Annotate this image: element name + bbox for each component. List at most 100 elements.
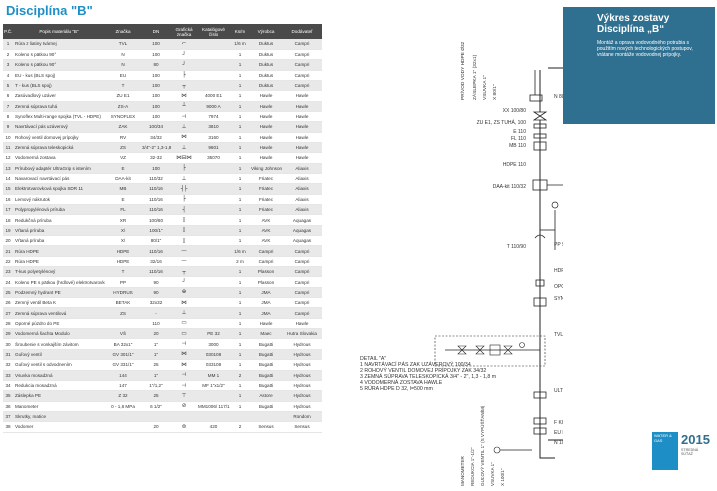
table-cell — [197, 266, 230, 278]
table-cell: RV — [105, 132, 141, 143]
table-cell — [171, 411, 197, 423]
table-cell: 2 — [230, 421, 250, 433]
table-cell: 32-32 — [141, 152, 171, 164]
column-header: Grafická značka — [171, 24, 197, 39]
table-cell: 25 — [141, 390, 171, 402]
table-cell: E — [105, 163, 141, 174]
table-cell: PP — [105, 276, 141, 288]
table-cell: Hawle — [250, 318, 282, 330]
detail-item: 4 VODOMERNÁ ZOSTAVA HAWLE — [360, 380, 443, 387]
table-cell: 100 — [141, 90, 171, 102]
logo-badge: WATER & GAS — [652, 432, 678, 470]
table-cell: 16 — [3, 194, 13, 206]
table-cell: 100 — [141, 49, 171, 61]
table-cell: 90 — [141, 276, 171, 288]
table-cell: VŠ — [105, 328, 141, 340]
gate-valve-icon — [532, 111, 548, 121]
table-cell: 1 — [230, 121, 250, 133]
table-cell: Zemná súprava tuhá — [13, 101, 105, 112]
table-cell: Campri — [282, 307, 322, 319]
table-cell: 3160 — [197, 132, 230, 143]
table-cell: Aquagas — [282, 214, 322, 226]
table-cell: — — [171, 256, 197, 268]
flange-adapter — [533, 123, 547, 129]
table-cell: Hawle — [282, 142, 322, 154]
table-cell: 100 — [141, 163, 171, 174]
table-cell — [197, 49, 230, 61]
table-cell: ⋈ — [171, 90, 197, 102]
table-cell: 1 — [230, 380, 250, 392]
vertical-label: VSUVKA 1" — [490, 462, 495, 486]
table-cell: 1 — [3, 39, 13, 50]
table-cell: EU — [105, 70, 141, 81]
detail-a-legend: DETAIL "A" 1 NAVRTÁVACÍ PÁS ZAK UZÁVEROV… — [360, 356, 560, 393]
bottom-elbow — [539, 450, 555, 459]
table-cell: JMA — [250, 287, 282, 299]
table-cell: 030108 — [197, 349, 230, 361]
table-cell: 7974 — [197, 111, 230, 123]
logo-year: 2015 — [681, 432, 710, 447]
table-cell: 100 — [141, 39, 171, 50]
table-cell: 1/6 m — [230, 39, 250, 50]
table-cell: 100/80 — [141, 214, 171, 226]
table-cell: 5 — [3, 80, 13, 92]
table-cell: Campri — [282, 70, 322, 81]
info-panel: Výkres zostavy Disciplína „B“ Montáž a o… — [563, 7, 715, 124]
table-cell: 1 — [230, 287, 250, 299]
hydrant-icon — [551, 201, 559, 209]
detail-item: 5 RÚRA HDPE D 32, l=500 mm — [360, 386, 433, 393]
table-cell: ┴ — [171, 101, 197, 112]
table-cell: Zasúvadlový uzáver — [13, 90, 105, 102]
panel-title-line1: Výkres zostavy — [597, 13, 670, 24]
table-cell: Campri — [282, 256, 322, 268]
manometer-icon — [493, 446, 501, 454]
table-cell: 1 — [230, 214, 250, 226]
pipe-label: N 80 — [554, 94, 563, 100]
table-cell: MM 1 — [197, 370, 230, 381]
table-cell: ▭ — [171, 328, 197, 340]
table-cell: Navarovací navrtávací pás — [13, 173, 105, 185]
table-cell: Rohový ventil domovej prípojky — [13, 132, 105, 143]
table-cell: Rúra HDPE — [13, 256, 105, 268]
table-cell: 100/1" — [141, 225, 171, 237]
table-cell: BA 32x1" — [105, 338, 141, 350]
table-cell: 420 — [197, 421, 230, 433]
table-cell: 15 — [3, 183, 13, 195]
table-cell: Campri — [282, 59, 322, 71]
table-cell: AVK — [250, 235, 282, 247]
table-cell: ⊣ — [171, 111, 197, 123]
table-cell: Koleno PE s pätkou (hrdlové) elektrotvar… — [13, 276, 105, 288]
table-cell: ┬ — [171, 266, 197, 278]
table-cell: VZ — [105, 152, 141, 164]
table-cell: 7 — [3, 101, 13, 112]
eu-piece — [533, 427, 547, 435]
detail-item: 1 NAVRTÁVACÍ PÁS ZAK UZÁVEROVÝ 100/34 — [360, 362, 471, 369]
table-cell: Hawle — [282, 90, 322, 102]
table-cell: ⊜ — [171, 421, 197, 433]
support-sleeve — [535, 279, 545, 287]
table-cell: 21 — [3, 245, 13, 257]
table-cell: ⋈⊟⋈ — [171, 152, 197, 164]
table-cell: Aliaxis — [282, 194, 322, 206]
table-cell: Bugatti — [250, 370, 282, 381]
table-cell: HDPE — [105, 245, 141, 257]
pipe-label: MB 110 — [509, 143, 526, 149]
table-cell: 25 — [3, 287, 13, 299]
table-cell: T-kus polyetylénový — [13, 266, 105, 278]
table-cell: 110/16 — [141, 204, 171, 216]
table-cell: ┘ — [171, 49, 197, 61]
table-cell — [230, 411, 250, 423]
table-cell: Friatec — [250, 194, 282, 206]
table-cell: 29 — [3, 328, 13, 340]
table-cell: Šroubenie s vonkajším závitom — [13, 338, 105, 350]
